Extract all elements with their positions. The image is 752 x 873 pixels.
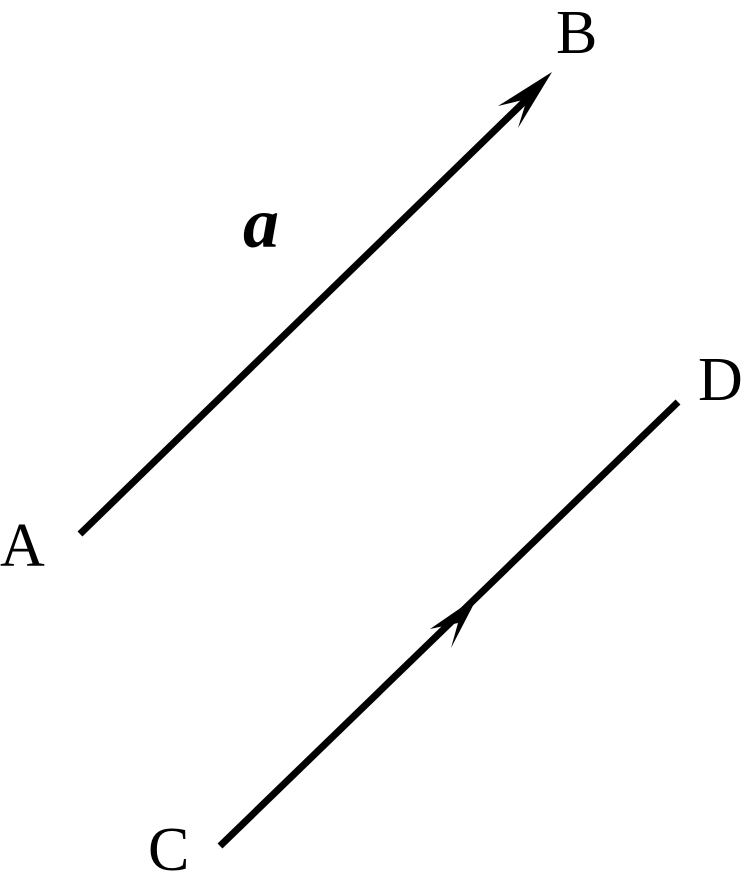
vector-ab-arrowhead (498, 72, 552, 128)
point-label-b: B (556, 0, 597, 67)
point-label-d: D (698, 346, 743, 414)
point-label-c: C (148, 816, 189, 873)
vector-label-a: a (243, 183, 279, 263)
point-label-a: A (0, 512, 45, 580)
vector-ab-line (77, 95, 531, 537)
vector-cd-arrowhead (430, 596, 478, 648)
